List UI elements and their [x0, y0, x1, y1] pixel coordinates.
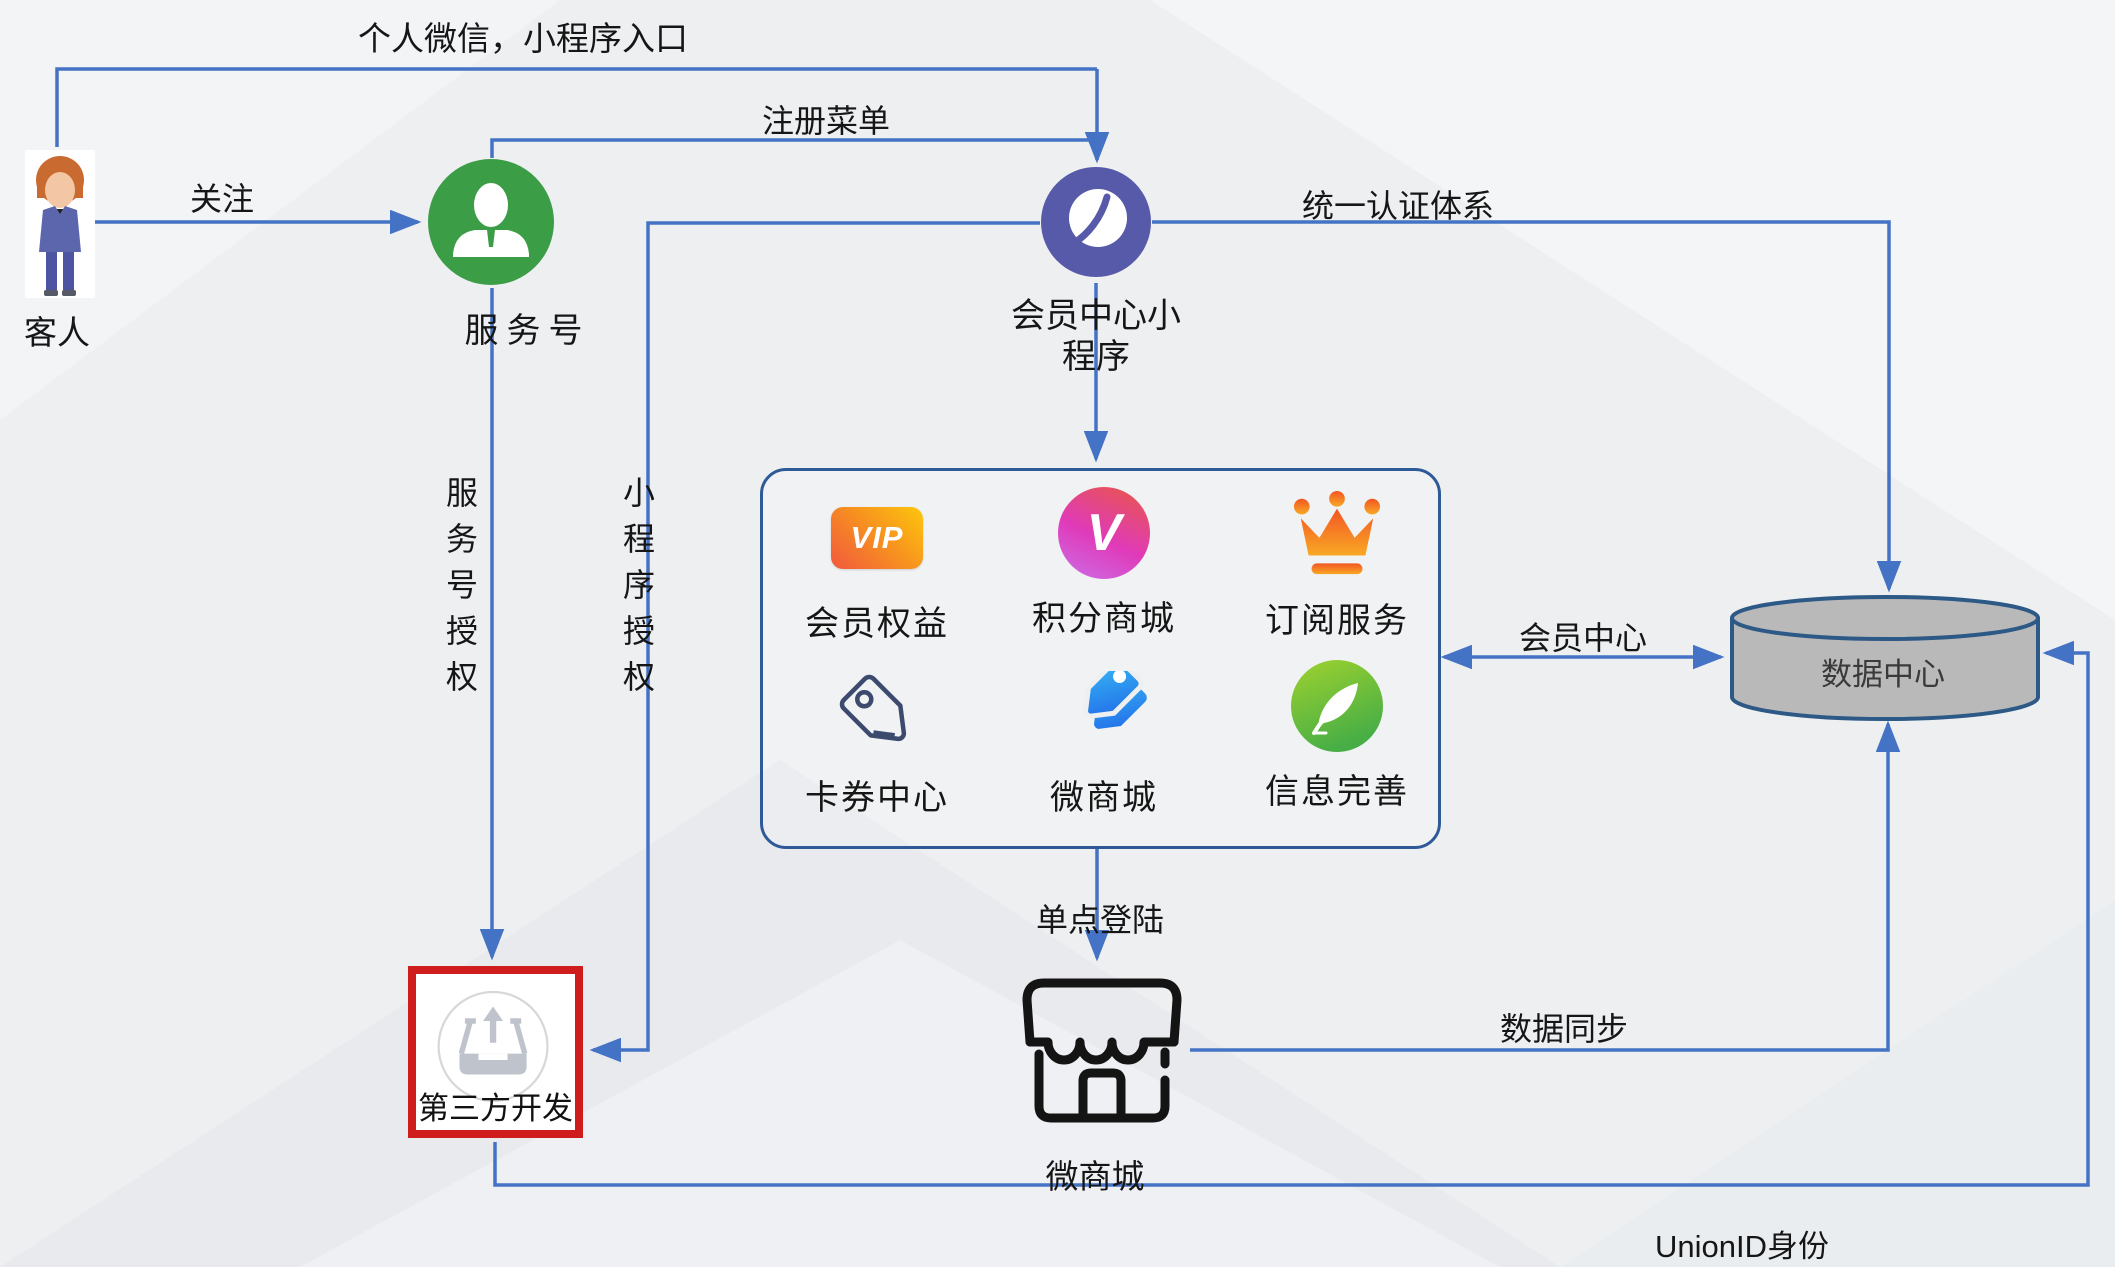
third-party-dev-label: 第三方开发 [418, 1091, 573, 1126]
service-account-person-icon [428, 159, 554, 285]
service-account-auth-label: 服务号授权 [442, 476, 478, 706]
edge-personal-wechat-entry-line [55, 67, 1097, 147]
service-account-label: 服务号 [464, 312, 591, 350]
data-center-label: 数据中心 [1821, 657, 1945, 692]
vip-badge-icon: VIP [831, 507, 923, 569]
follow-edge-label: 关注 [189, 181, 254, 217]
union-id-label: UnionID身份 [1655, 1229, 1829, 1264]
guest-label: 客人 [24, 314, 90, 351]
feature-label: 会员权益 [805, 605, 949, 643]
feature-label: 积分商城 [1032, 600, 1176, 638]
storefront-icon [1022, 978, 1182, 1123]
member-mini-program-node [1041, 167, 1151, 277]
data-center-node [1722, 594, 2048, 726]
single-sign-on-label: 单点登陆 [1035, 902, 1164, 938]
member-mini-program-label-line1: 会员中心小 [1011, 297, 1181, 335]
feature-micro-mall-tags: 微商城 [994, 662, 1214, 822]
v-circle-text: V [1086, 504, 1122, 562]
feature-label: 卡券中心 [805, 779, 949, 817]
mini-program-auth-label: 小程序授权 [619, 476, 655, 706]
feature-member-benefits: VIP 会员权益 [767, 488, 987, 648]
unified-auth-label: 统一认证体系 [1301, 188, 1494, 224]
micro-mall-node [1017, 968, 1187, 1133]
v-circle-icon: V [1058, 487, 1150, 579]
vip-badge-text: VIP [850, 520, 904, 555]
edge-register-menu-line [490, 138, 1097, 158]
edge-mini-program-auth-arrow [589, 221, 1040, 1063]
feature-label: 信息完善 [1265, 773, 1409, 811]
member-center-edge-label: 会员中心 [1518, 620, 1647, 656]
guest-person-icon [36, 156, 84, 296]
edge-data-sync-arrow [1190, 720, 1901, 1052]
edge-union-id-arrow [493, 640, 2090, 1187]
feature-coupon-center: 卡券中心 [767, 662, 987, 822]
feature-info-completion: 信息完善 [1227, 656, 1447, 816]
micro-mall-label: 微商城 [1045, 1158, 1145, 1195]
member-mini-program-label-line2: 程序 [1062, 338, 1130, 376]
member-mini-program-label: 会员中心小 程序 [996, 296, 1196, 378]
feature-points-mall: V 积分商城 [994, 483, 1214, 643]
feature-label: 微商城 [1050, 779, 1158, 817]
feature-subscription-service: 订阅服务 [1227, 485, 1447, 645]
feature-label: 订阅服务 [1265, 602, 1409, 640]
tag-outline-icon [839, 674, 907, 742]
crown-icon [1293, 490, 1381, 575]
register-menu-label: 注册菜单 [761, 103, 890, 139]
service-account-node [428, 159, 554, 285]
leaf-icon [1291, 660, 1383, 752]
mini-program-logo-icon [1041, 167, 1151, 277]
edge-unified-auth-arrow [1152, 220, 1902, 593]
guest-node [25, 150, 95, 298]
third-party-dev-node: 第三方开发 [408, 966, 583, 1138]
double-tags-icon [1083, 671, 1147, 729]
personal-wechat-entry-label: 个人微信，小程序入口 [358, 20, 688, 57]
database-cylinder-icon [1730, 595, 2040, 721]
data-sync-label: 数据同步 [1499, 1011, 1628, 1047]
third-party-upload-icon [437, 990, 549, 1102]
